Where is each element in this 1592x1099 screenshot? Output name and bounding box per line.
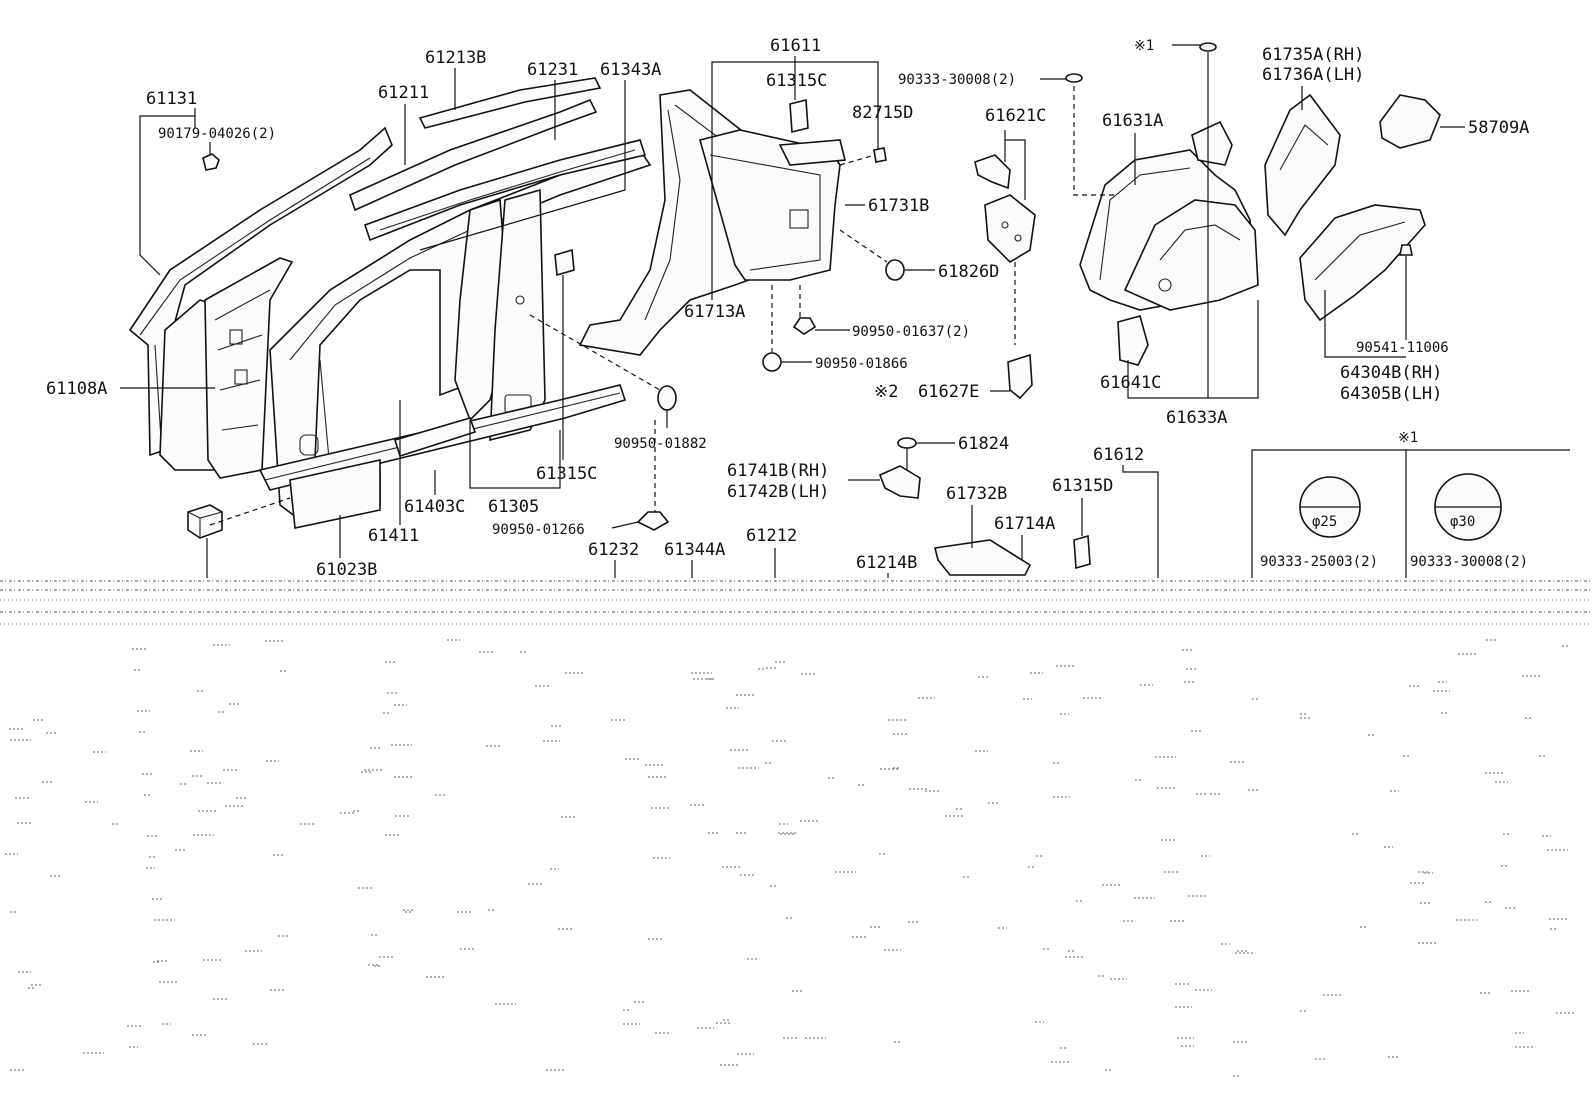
label-61714A: 61714A bbox=[994, 514, 1055, 534]
quarter-panel-assembly bbox=[578, 89, 905, 531]
label-61232: 61232 bbox=[588, 540, 639, 560]
label-61131: 61131 bbox=[146, 89, 197, 109]
label-61611: 61611 bbox=[770, 36, 821, 56]
plug-90950-01882 bbox=[657, 385, 677, 411]
roof-rail-inner bbox=[349, 98, 598, 212]
scan-noise-area bbox=[0, 580, 1592, 1077]
label-90541-11006: 90541-11006 bbox=[1356, 340, 1449, 356]
front-pillar-lower-outer bbox=[289, 459, 381, 529]
label-61411: 61411 bbox=[368, 526, 419, 546]
center-right-small-parts bbox=[878, 154, 1091, 576]
clip-82715D bbox=[873, 147, 887, 163]
label-61627E: 61627E bbox=[918, 382, 979, 402]
label-90950-01882: 90950-01882 bbox=[614, 436, 707, 452]
label-61315D: 61315D bbox=[1052, 476, 1113, 496]
label-90950-01866: 90950-01866 bbox=[815, 356, 908, 372]
label-61231: 61231 bbox=[527, 60, 578, 80]
legend-mark: ※1 bbox=[1398, 430, 1418, 446]
label-61824: 61824 bbox=[958, 434, 1009, 454]
label-61621C: 61621C bbox=[985, 106, 1046, 126]
bracket-61741B bbox=[878, 465, 921, 499]
body-plug-cube bbox=[187, 504, 223, 539]
bracket-58709A bbox=[1379, 94, 1441, 149]
label-61213B: 61213B bbox=[425, 48, 486, 68]
label-61315C-top: 61315C bbox=[766, 71, 827, 91]
bracket-61621C-upper bbox=[974, 154, 1011, 190]
quarter-inner-panel bbox=[699, 129, 841, 281]
label-64305B: 64305B(LH) bbox=[1340, 384, 1442, 404]
plug-90950-01266 bbox=[636, 511, 670, 531]
label-61403C: 61403C bbox=[404, 497, 465, 517]
plate-61315C-top bbox=[789, 98, 809, 134]
label-61633A: 61633A bbox=[1166, 408, 1227, 428]
small-plate-61315C bbox=[554, 248, 575, 277]
label-90950-01637: 90950-01637(2) bbox=[852, 324, 970, 340]
bracket-61621C-lower bbox=[984, 194, 1036, 264]
label-mark2: ※2 bbox=[874, 382, 898, 402]
label-61212: 61212 bbox=[746, 526, 797, 546]
label-61731B: 61731B bbox=[868, 196, 929, 216]
plug-61826D bbox=[885, 259, 905, 281]
far-right-parts bbox=[1264, 93, 1441, 322]
hole-plug-top bbox=[1199, 42, 1217, 52]
legend-box: ※1 φ25 φ30 90333-25003(2) 90333-30008(2) bbox=[1251, 430, 1570, 578]
wheel-house-assembly bbox=[1065, 42, 1259, 366]
label-61826D: 61826D bbox=[938, 262, 999, 282]
bracket-61627E bbox=[1007, 353, 1033, 400]
label-61343A: 61343A bbox=[600, 60, 661, 80]
center-pillar-inner bbox=[489, 188, 546, 442]
label-90333-30008-top: 90333-30008(2) bbox=[898, 72, 1016, 88]
label-mark1-top: ※1 bbox=[1134, 38, 1154, 54]
label-61023B: 61023B bbox=[316, 560, 377, 580]
label-90950-01266: 90950-01266 bbox=[492, 522, 585, 538]
legend-part-left: 90333-25003(2) bbox=[1260, 554, 1378, 570]
label-61736A: 61736A(LH) bbox=[1262, 65, 1364, 85]
quarter-pillar-61731B bbox=[778, 139, 847, 166]
plate-61315D bbox=[1073, 534, 1091, 570]
hole-plug-90333-30008 bbox=[1065, 73, 1083, 83]
legend-diameter-30: φ30 bbox=[1450, 514, 1475, 530]
legend-diameter-25: φ25 bbox=[1312, 514, 1337, 530]
part-labels: 61131 90179-04026(2) 61213B 61211 61231 … bbox=[46, 36, 1529, 580]
clip-90179 bbox=[202, 153, 220, 171]
label-61641C: 61641C bbox=[1100, 373, 1161, 393]
roof-side-inner-panel bbox=[363, 139, 647, 242]
label-64304B: 64304B(RH) bbox=[1340, 363, 1442, 383]
label-61631A: 61631A bbox=[1102, 111, 1163, 131]
label-61742B: 61742B(LH) bbox=[727, 482, 829, 502]
label-82715D: 82715D bbox=[852, 103, 913, 123]
label-61713A: 61713A bbox=[684, 302, 745, 322]
nut-90541 bbox=[1399, 244, 1413, 256]
extension-61735A bbox=[1264, 93, 1341, 237]
extension-61732B bbox=[934, 539, 1032, 576]
label-90179-04026: 90179-04026(2) bbox=[158, 126, 276, 142]
plug-61824 bbox=[897, 437, 917, 449]
label-61735A: 61735A(RH) bbox=[1262, 45, 1364, 65]
label-61732B: 61732B bbox=[946, 484, 1007, 504]
label-61741B: 61741B(RH) bbox=[727, 461, 829, 481]
label-61612: 61612 bbox=[1093, 445, 1144, 465]
label-61108A: 61108A bbox=[46, 379, 107, 399]
plug-90950-01637 bbox=[792, 317, 817, 335]
label-61211: 61211 bbox=[378, 83, 429, 103]
label-61214B: 61214B bbox=[856, 553, 917, 573]
left-side-body-assembly bbox=[128, 77, 652, 539]
rocker-reinforcement bbox=[393, 417, 477, 458]
plug-90950-01866 bbox=[762, 352, 782, 372]
label-61344A: 61344A bbox=[664, 540, 725, 560]
wheel-house-inner-61633A bbox=[1123, 199, 1259, 311]
label-58709A: 58709A bbox=[1468, 118, 1529, 138]
label-61315C-mid: 61315C bbox=[536, 464, 597, 484]
leader-lines bbox=[120, 44, 1465, 578]
label-61305: 61305 bbox=[488, 497, 539, 517]
gusset-61641C bbox=[1117, 315, 1149, 366]
legend-part-right: 90333-30008(2) bbox=[1410, 554, 1528, 570]
wheel-house-top-bracket bbox=[1191, 120, 1233, 166]
